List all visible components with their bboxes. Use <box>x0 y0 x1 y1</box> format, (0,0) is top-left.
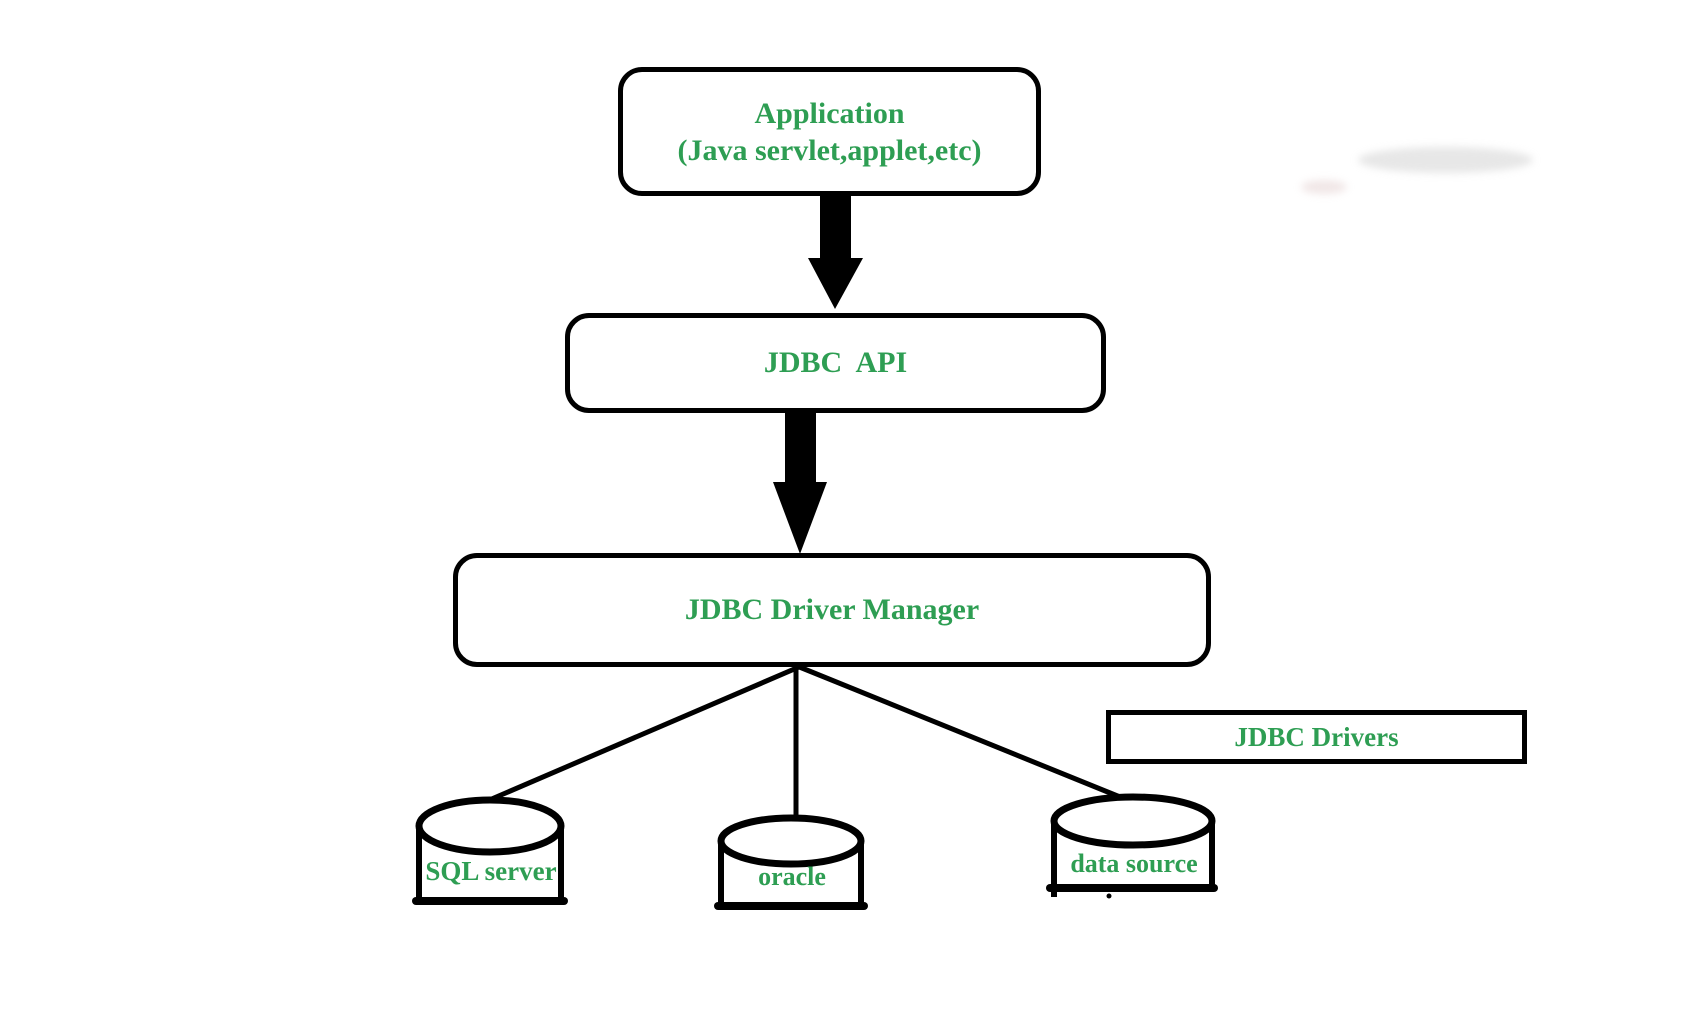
application-node: Application (Java servlet,applet,etc) <box>618 67 1533 196</box>
stray-dot <box>1106 893 1112 899</box>
application-label-line1: Application <box>754 96 905 130</box>
jdbc-drivers-node: JDBC Drivers <box>1106 710 1527 764</box>
cylinder-top <box>415 796 565 856</box>
database-cylinder-data-source <box>1046 793 1218 899</box>
driver-manager-node: JDBC Driver Manager <box>453 553 1211 667</box>
driver-manager-label: JDBC Driver Manager <box>684 593 980 626</box>
jdbc-api-node: JDBC API <box>565 313 1106 413</box>
jdbc-api-label: JDBC API <box>763 346 908 379</box>
cylinder-top <box>1050 793 1216 849</box>
oracle-label: oracle <box>758 862 826 891</box>
database-cylinder-oracle <box>714 814 868 910</box>
application-label-line2: (Java servlet,applet,etc) <box>677 133 982 167</box>
connector-dm-to-sql-server <box>486 661 807 804</box>
arrow-down-icon <box>773 413 827 554</box>
database-cylinder-sql-server <box>412 796 568 905</box>
sql-server-label: SQL server <box>425 855 557 886</box>
connector-dm-to-data-source <box>791 661 1126 802</box>
data-source-label: data source <box>1070 849 1198 878</box>
cylinder-top <box>717 814 865 868</box>
arrow-down-icon <box>808 196 863 309</box>
jdbc-drivers-label: JDBC Drivers <box>1234 721 1399 752</box>
